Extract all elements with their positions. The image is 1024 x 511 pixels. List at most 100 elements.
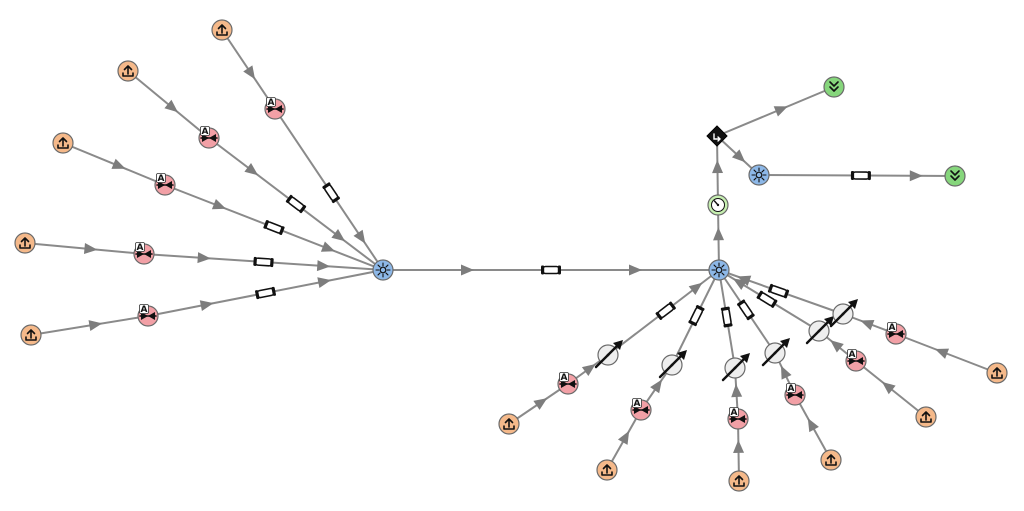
diamond-switch-icon <box>706 125 728 147</box>
nodes-layer: A A A A A A A A A A A <box>14 19 1008 492</box>
valve-node[interactable]: A <box>264 97 286 120</box>
flow-arrowhead <box>316 260 331 272</box>
valve-letter-badge: A <box>887 322 897 333</box>
valve-node[interactable]: A <box>557 372 579 395</box>
pipe-segment-icon[interactable] <box>720 306 733 328</box>
valve-node[interactable]: A <box>845 349 867 372</box>
valve-letter-badge: A <box>200 126 210 137</box>
gear-hub-icon <box>711 262 727 278</box>
valve-node[interactable]: A <box>133 242 155 265</box>
upload-arrow-icon <box>503 418 515 430</box>
flow-arrowhead <box>164 99 178 113</box>
flow-arrowhead <box>807 418 819 433</box>
flow-arrowhead <box>211 198 227 210</box>
sink-node[interactable] <box>823 76 845 98</box>
bowtie-valve-icon <box>266 105 284 113</box>
pipe-segment-icon[interactable] <box>767 283 790 299</box>
pipe-segment-icon[interactable] <box>322 182 341 204</box>
pipe-segment-icon[interactable] <box>737 299 756 321</box>
flow-arrowhead <box>353 229 366 244</box>
flow-arrowhead <box>617 430 630 445</box>
bowtie-valve-icon <box>729 415 747 423</box>
upload-arrow-icon <box>19 237 31 249</box>
regulator-node[interactable] <box>721 353 750 382</box>
flow-arrowhead <box>83 243 98 254</box>
valve-letter-badge: A <box>632 398 642 409</box>
flow-arrowhead <box>581 363 596 377</box>
flow-arrowhead <box>629 264 642 276</box>
valve-node[interactable]: A <box>727 407 749 430</box>
flow-arrowhead <box>731 149 746 163</box>
regulator-node[interactable] <box>761 338 790 367</box>
valve-letter: A <box>561 373 568 383</box>
pipe-segment-icon[interactable] <box>255 286 276 300</box>
flow-arrowhead <box>199 300 214 312</box>
source-node[interactable] <box>986 362 1008 384</box>
pipe-segment-icon[interactable] <box>253 256 274 268</box>
junction-node[interactable] <box>748 164 770 186</box>
markers-layer <box>83 65 950 453</box>
valve-letter-badge: A <box>135 242 145 253</box>
valve-node[interactable]: A <box>784 383 806 406</box>
gauge-icon <box>711 198 725 212</box>
bowtie-valve-icon <box>559 380 577 388</box>
flow-arrowhead <box>688 282 703 296</box>
upload-arrow-icon <box>825 454 837 466</box>
valve-letter: A <box>158 174 165 184</box>
valve-node[interactable]: A <box>885 322 907 345</box>
source-node[interactable] <box>14 232 36 254</box>
pipe-segment-icon[interactable] <box>263 220 285 236</box>
edge-sw-k1[interactable] <box>716 86 835 137</box>
upload-arrow-icon <box>25 329 37 341</box>
sink-node[interactable] <box>944 165 966 187</box>
pipe-segment-icon[interactable] <box>850 170 871 181</box>
regulator-node[interactable] <box>805 316 834 345</box>
switch-node[interactable] <box>706 125 728 147</box>
source-node[interactable] <box>728 470 750 492</box>
double-chevron-down-icon <box>829 81 839 92</box>
valve-letter-badge: A <box>847 349 857 360</box>
valve-letter: A <box>137 243 144 253</box>
source-node[interactable] <box>117 60 139 82</box>
valve-node[interactable]: A <box>198 126 220 149</box>
upload-arrow-icon <box>601 464 613 476</box>
junction-node[interactable] <box>372 259 394 281</box>
regulator-node[interactable] <box>658 350 687 379</box>
pipe-segment-icon[interactable] <box>655 301 676 320</box>
source-node[interactable] <box>915 406 937 428</box>
flow-arrowhead <box>712 160 724 174</box>
source-node[interactable] <box>820 449 842 471</box>
pipe-segment-icon[interactable] <box>285 194 307 214</box>
bowtie-valve-icon <box>156 181 174 189</box>
valve-letter: A <box>202 127 209 137</box>
source-node[interactable] <box>596 459 618 481</box>
flow-arrowhead <box>773 106 788 117</box>
valve-letter: A <box>141 305 148 315</box>
source-node[interactable] <box>211 19 233 41</box>
flow-arrowhead <box>111 158 126 169</box>
regulator-node[interactable] <box>594 340 623 369</box>
pipe-segment-icon[interactable] <box>756 290 778 308</box>
flow-arrowhead <box>317 277 332 289</box>
upload-arrow-icon <box>991 367 1003 379</box>
valve-node[interactable]: A <box>137 304 159 327</box>
flow-arrowhead <box>461 264 474 276</box>
valve-letter-badge: A <box>266 97 276 108</box>
flow-arrowhead <box>243 65 256 80</box>
flow-arrowhead <box>331 228 346 242</box>
valve-node[interactable]: A <box>154 173 176 196</box>
source-node[interactable] <box>20 324 42 346</box>
double-chevron-down-icon <box>950 170 960 181</box>
valve-letter-badge: A <box>559 372 569 383</box>
bowtie-valve-icon <box>847 357 865 365</box>
pipe-segment-icon[interactable] <box>688 305 705 327</box>
junction-node[interactable] <box>708 259 730 281</box>
source-node[interactable] <box>498 413 520 435</box>
bowtie-valve-icon <box>887 330 905 338</box>
valve-node[interactable]: A <box>630 398 652 421</box>
pipe-segment-icon[interactable] <box>541 265 561 275</box>
source-node[interactable] <box>52 132 74 154</box>
regulator-node[interactable] <box>829 299 858 328</box>
meter-node[interactable] <box>707 194 729 216</box>
